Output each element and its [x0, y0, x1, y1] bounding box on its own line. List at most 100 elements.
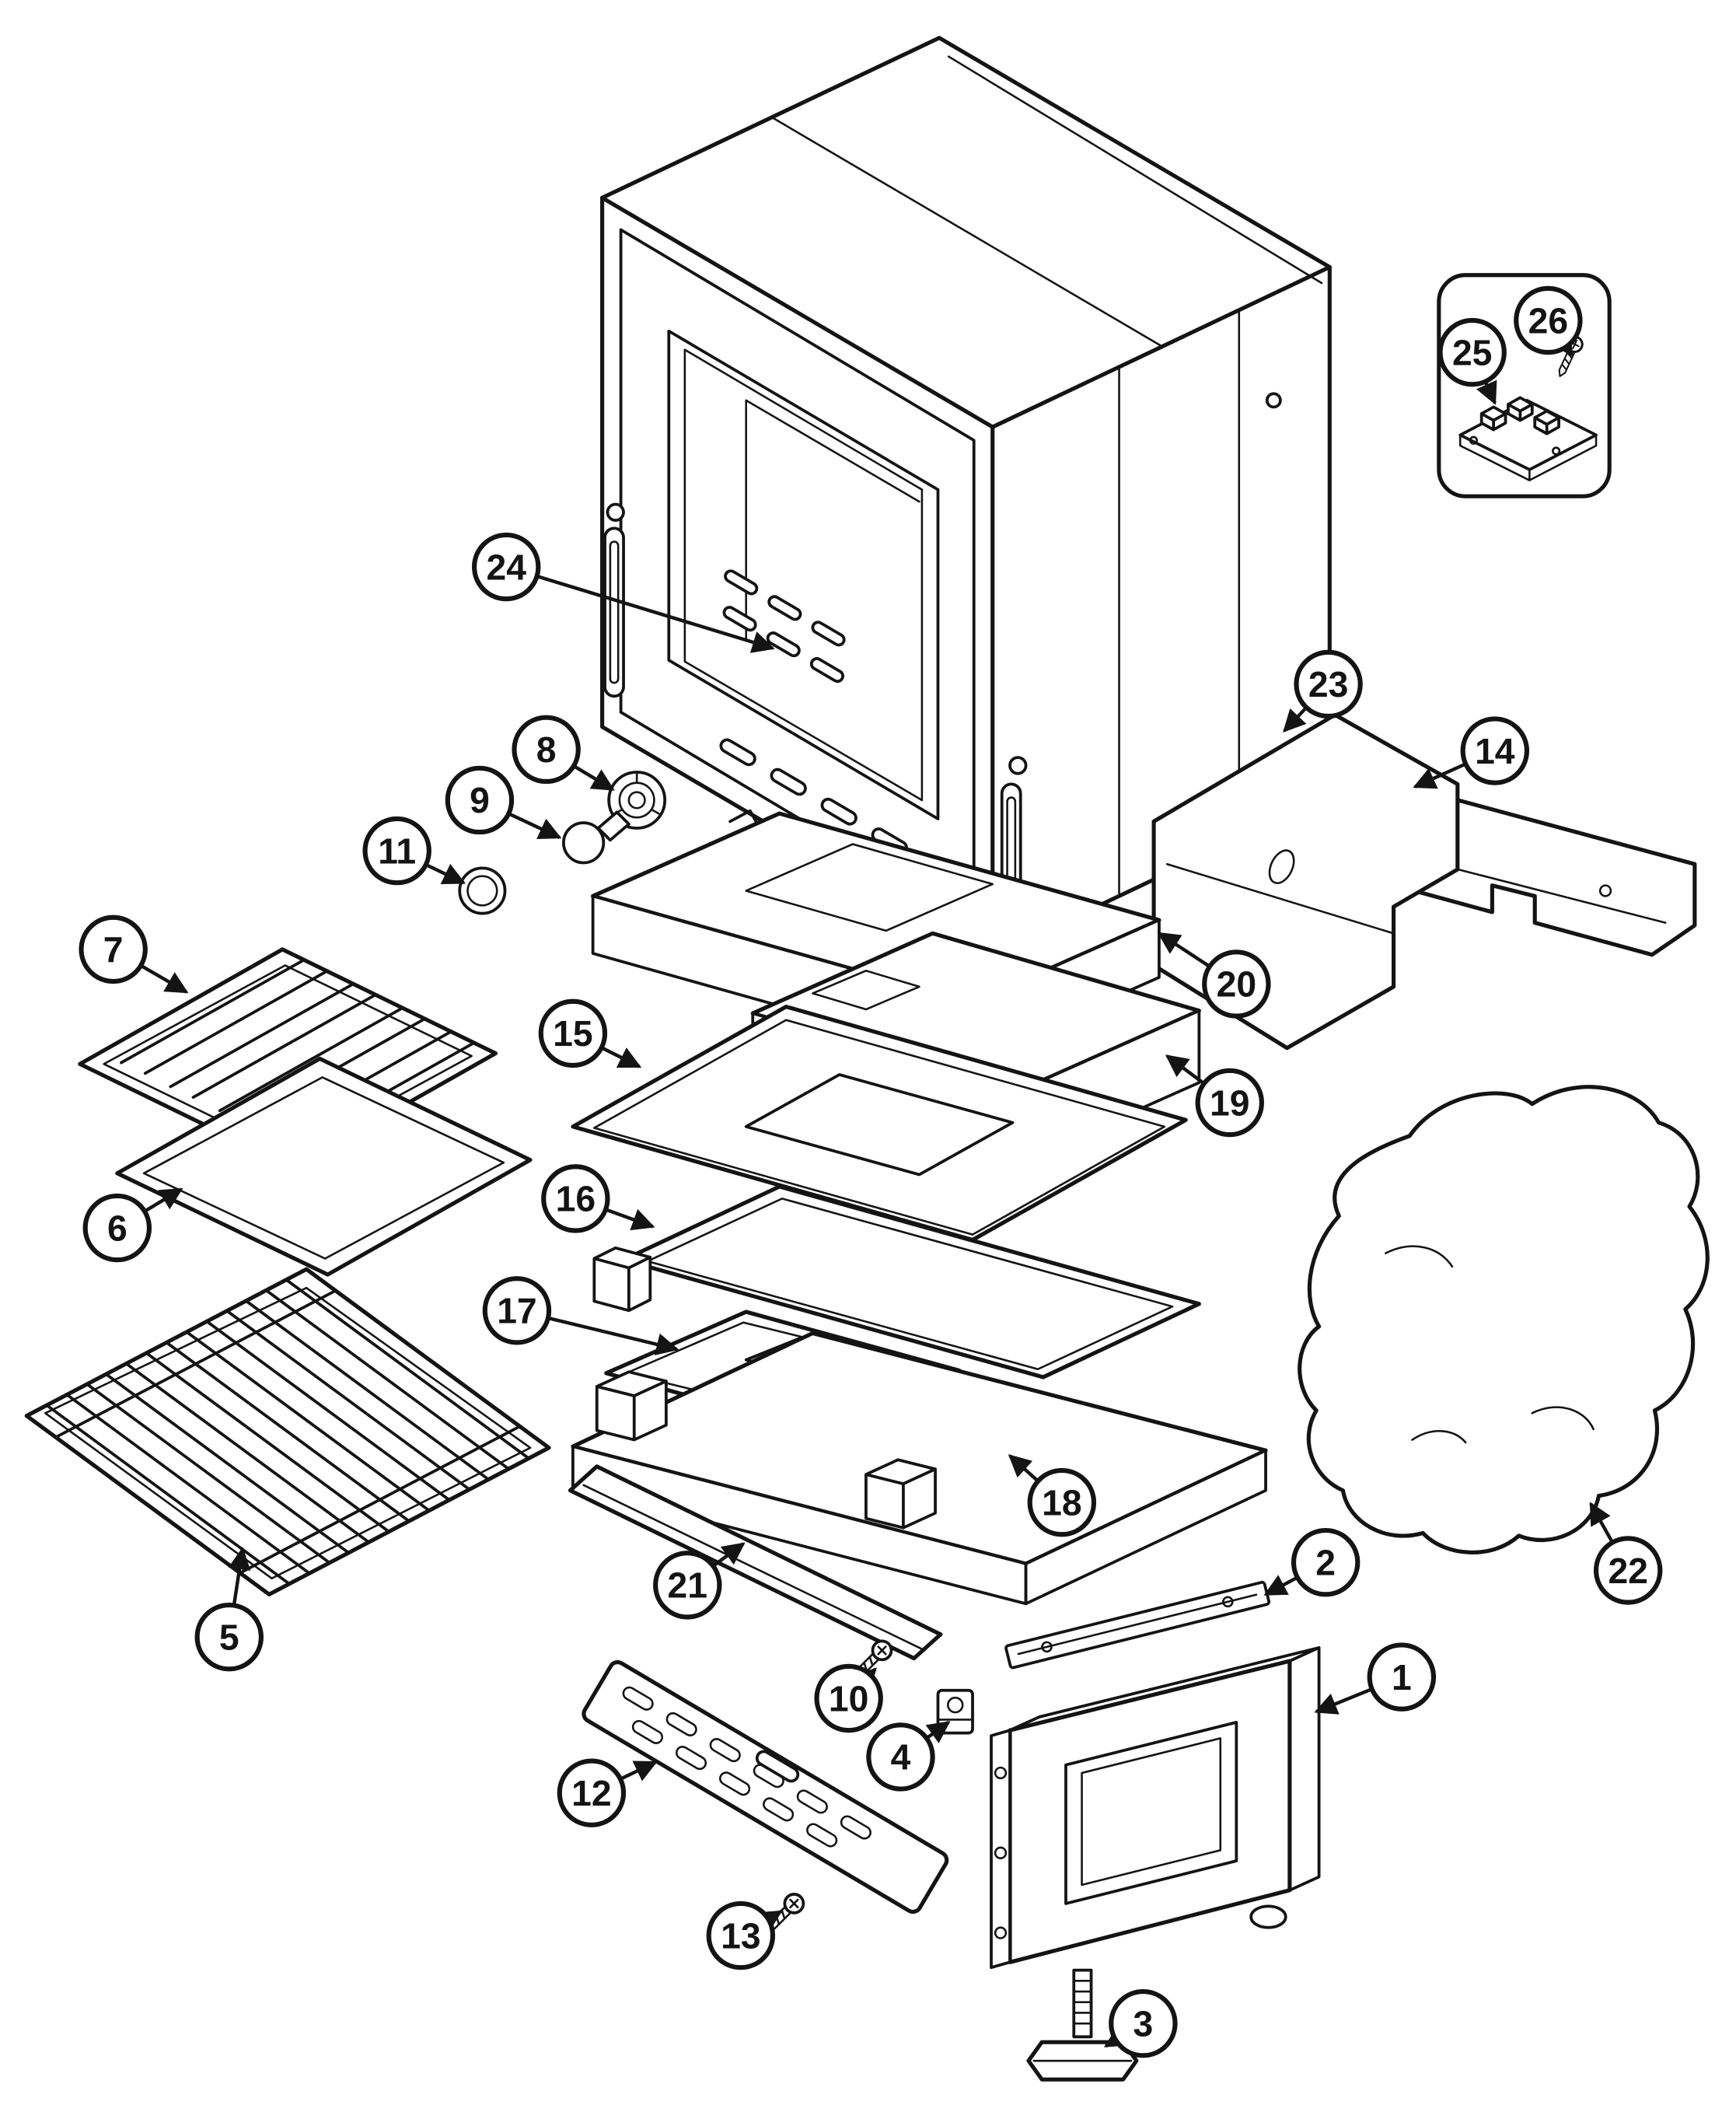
callout-4: 4: [866, 1721, 951, 1792]
callout-number: 5: [219, 1617, 239, 1657]
callout-10: 10: [814, 1663, 883, 1733]
callout-number: 4: [891, 1737, 911, 1778]
callout-leader: [424, 862, 466, 885]
callout-circle: [1514, 285, 1583, 355]
callout-1: 1: [1314, 1642, 1437, 1715]
light-lens: [458, 866, 507, 915]
oven-rack: [24, 1267, 551, 1596]
callout-number: 20: [1217, 964, 1256, 1005]
callout-leader: [1589, 1502, 1615, 1544]
callout-number: 7: [103, 929, 124, 970]
callout-number: 2: [1315, 1543, 1336, 1583]
callout-leader: [143, 1187, 183, 1213]
callout-5: 5: [194, 1547, 264, 1672]
callout-number: 8: [536, 729, 557, 770]
callout-leader: [1263, 1575, 1298, 1596]
callout-circle: [194, 1602, 264, 1672]
callout-15: 15: [538, 998, 642, 1068]
callout-circle: [512, 715, 581, 785]
callout-18: 18: [1008, 1454, 1097, 1537]
callout-circle: [1027, 1467, 1097, 1537]
callout-leader: [757, 1910, 783, 1932]
manifold-panel: [582, 1660, 949, 1914]
callout-circle: [1291, 1528, 1361, 1597]
callout-circle: [472, 532, 541, 602]
callout-14: 14: [1413, 716, 1530, 789]
callout-leader: [1283, 706, 1308, 733]
callout-circle: [706, 1900, 776, 1970]
front-rail: [568, 1464, 943, 1661]
callout-21: 21: [653, 1542, 746, 1620]
callout-7: 7: [79, 914, 189, 994]
callout-circle: [1437, 317, 1507, 387]
heat-shield-panel: [592, 1184, 1201, 1379]
callout-number: 25: [1452, 332, 1492, 372]
control-board: [1458, 396, 1598, 481]
callout-17: 17: [482, 1276, 679, 1355]
callout-leader: [600, 1046, 642, 1068]
callout-leader: [619, 1761, 658, 1782]
callout-12: 12: [557, 1758, 658, 1827]
callout-leader: [547, 1316, 679, 1355]
callout-number: 6: [107, 1208, 127, 1248]
callout-number: 12: [571, 1773, 611, 1813]
callout-number: 18: [1042, 1482, 1081, 1523]
drawer-assembly: [990, 1646, 1321, 1970]
callout-circle: [82, 1193, 152, 1263]
callout-number: 15: [553, 1013, 592, 1054]
callout-circle: [1593, 1536, 1663, 1605]
callout-number: 1: [1392, 1657, 1412, 1698]
callout-circle: [814, 1663, 883, 1733]
callout-20: 20: [1157, 932, 1271, 1019]
callout-number: 19: [1210, 1082, 1249, 1123]
callout-number: 10: [829, 1678, 868, 1719]
callout-leader: [1314, 1687, 1373, 1715]
callout-leader: [605, 1208, 655, 1231]
callout-number: 26: [1528, 300, 1568, 341]
callout-9: 9: [445, 765, 562, 840]
callout-25: 25: [1437, 317, 1507, 405]
callout-leader: [1157, 932, 1211, 968]
callout-circle: [538, 998, 608, 1068]
callout-circle: [1460, 716, 1530, 785]
callout-leader: [140, 963, 189, 994]
callout-circle: [1195, 1068, 1264, 1138]
callout-number: 21: [668, 1565, 707, 1606]
callout-leader: [925, 1721, 951, 1743]
callout-number: 13: [721, 1915, 760, 1956]
callout-circle: [1109, 1988, 1178, 2058]
callout-leader: [712, 1542, 746, 1568]
callout-8: 8: [512, 715, 615, 792]
callout-circle: [557, 1758, 627, 1827]
callout-leader: [1413, 762, 1467, 789]
oven-body: [600, 36, 1332, 959]
callout-11: 11: [362, 816, 466, 886]
callout-number: 24: [486, 547, 526, 587]
callout-26: 26: [1514, 285, 1583, 357]
callout-22: 22: [1589, 1502, 1663, 1605]
callout-13: 13: [706, 1900, 783, 1970]
callout-circle: [1294, 649, 1363, 719]
callout-circle: [1367, 1642, 1437, 1712]
callout-number: 14: [1475, 731, 1515, 771]
callout-circle: [445, 765, 515, 835]
callout-leader: [572, 764, 615, 792]
callout-leader: [1165, 1054, 1206, 1086]
callout-number: 23: [1308, 664, 1348, 705]
callout-3: 3: [1103, 1988, 1178, 2058]
door-window: [667, 329, 940, 820]
callout-6: 6: [82, 1187, 183, 1263]
callout-circle: [482, 1276, 552, 1345]
callout-circle: [866, 1722, 935, 1792]
callout-leader: [508, 812, 562, 840]
broiler-pan: [115, 1056, 533, 1277]
callout-leader: [228, 1547, 251, 1606]
callout-number: 3: [1133, 2003, 1154, 2044]
callout-leader: [1008, 1454, 1039, 1483]
callout-23: 23: [1283, 649, 1363, 733]
callout-16: 16: [541, 1164, 655, 1233]
callout-circle: [653, 1551, 722, 1620]
